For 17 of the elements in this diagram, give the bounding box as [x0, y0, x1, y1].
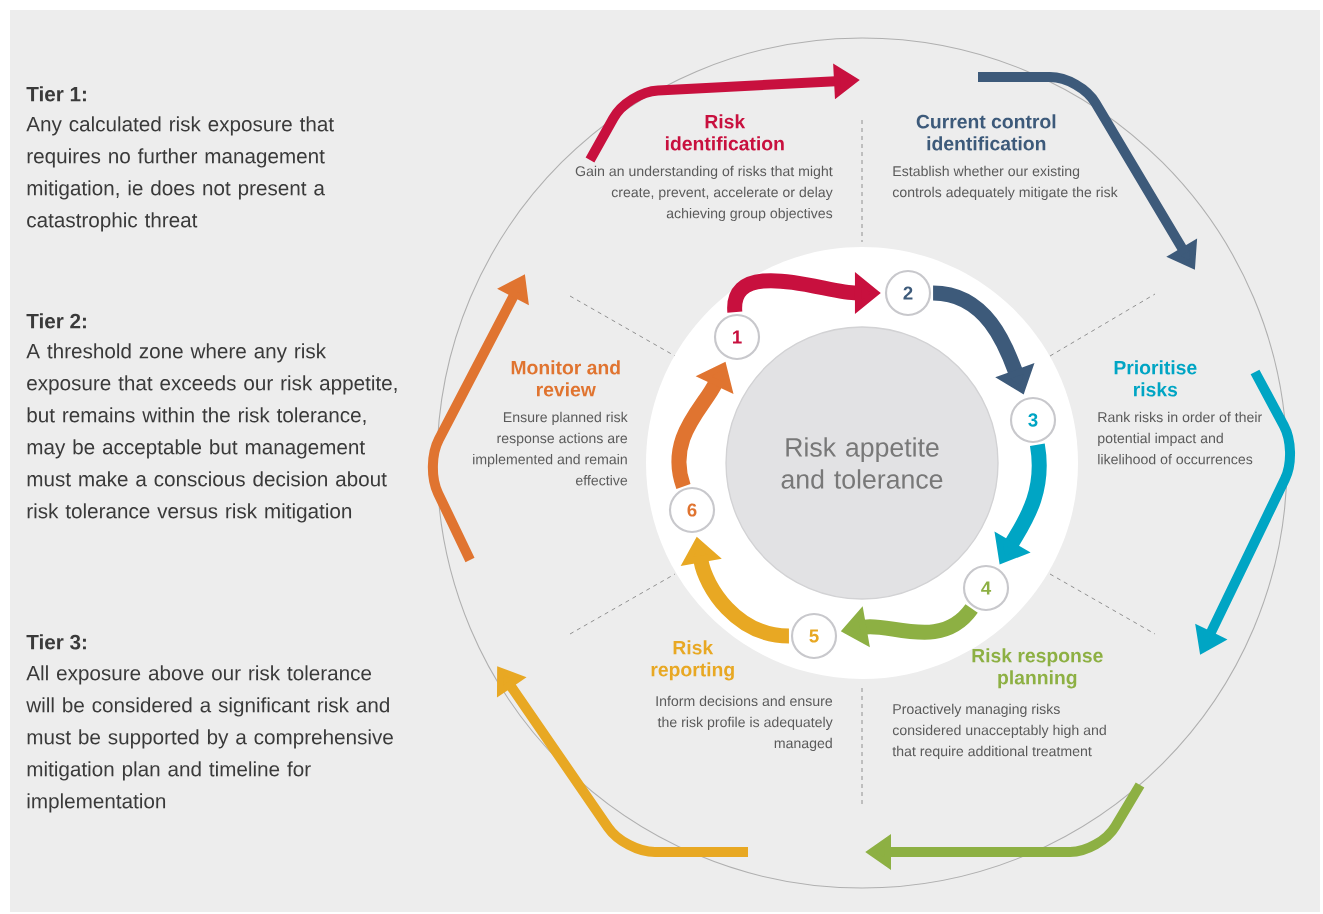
step-number: 2	[884, 269, 932, 317]
tier-heading: Tier 3:	[26, 634, 86, 650]
stage-text: Prioritise risks Rank risks in order of their potential impact and likelihood of occurrences	[1098, 360, 1262, 465]
step-number: 4	[962, 564, 1010, 612]
stage-text: Current control identification Establish whether our existing controls adequately mitigate the risk	[892, 114, 1118, 201]
tier-description: Any calculated risk exposure that requires no further management mitigation, ie does not present a catastrophic threat	[26, 116, 334, 232]
tier-heading: Tier 2:	[26, 313, 86, 329]
step-number: 1	[713, 313, 761, 361]
stage-text: Risk response planning Proactively managing risks considered unacceptably high and that require additional treatment	[892, 648, 1106, 759]
tier-description: A threshold zone where any risk exposure that exceeds our risk appetite, but remains within the risk tolerance, may be acceptable but management must make a conscious decision about risk tolerance versus risk mitigation	[26, 343, 397, 523]
step-number: 5	[790, 612, 838, 660]
tier-description: All exposure above our risk tolerance will be considered a significant risk and must be supported by a comprehensive mitigation plan and timeline for implementation	[26, 665, 393, 813]
step-number: 3	[1009, 396, 1057, 444]
stage-text: Monitor and review Ensure planned risk response actions are implemented and remain effective	[473, 360, 628, 486]
step-number: 6	[668, 486, 716, 534]
stage-text: Risk identification Gain an understanding of risks that might create, prevent, accelerate or delay achieving group objectives	[575, 114, 833, 222]
tier-heading: Tier 1:	[26, 86, 86, 102]
